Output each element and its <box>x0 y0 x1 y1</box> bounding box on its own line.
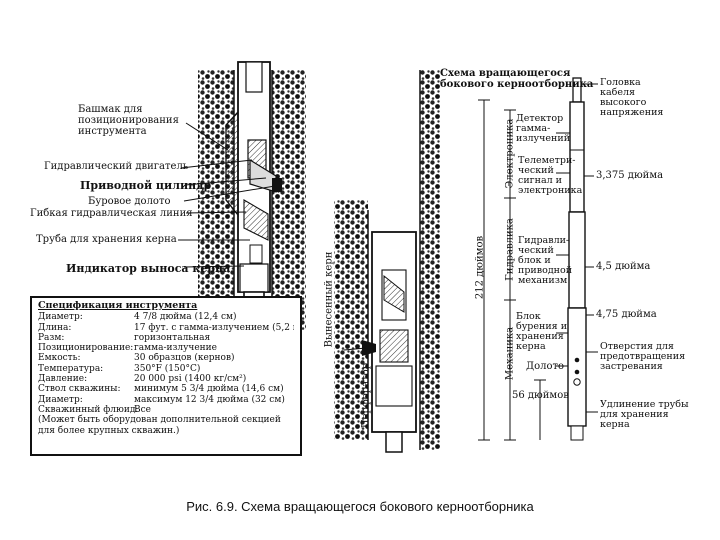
label-telemetry: Телеметри- ческий сигнал и электроника <box>518 155 583 196</box>
label-flex-line: Гибкая гидравлическая линия <box>30 208 193 219</box>
label-drilling-block: Блок бурения и хранения керна <box>516 311 568 352</box>
left-borehole-rock-right <box>272 70 306 330</box>
label-lower-length: 56 дюймов <box>512 390 569 401</box>
label-hydraulic-motor: Гидравлический двигатель <box>44 161 189 172</box>
label-drill-bit: Буровое долото <box>88 196 171 207</box>
label-core-indicator: Индикатор выноса керна <box>66 262 231 275</box>
shoe-line-3: инструмента <box>78 126 147 137</box>
drill-bit-shape <box>272 178 282 192</box>
extended-core-shape <box>379 329 409 363</box>
spec-row: Позиционирование:гамма-излучение <box>38 343 218 354</box>
spec-note-2: для более крупных скважин.) <box>38 425 180 436</box>
shoe-line-2: позиционирования <box>78 115 179 126</box>
label-positioning-shoe: Башмак для позиционирования инструмента <box>78 104 179 137</box>
label-hydraulic-block: Гидравли- ческий блок и приводной механи… <box>518 235 573 286</box>
figure-caption: Рис. 6.9. Схема вращающегося бокового ке… <box>186 499 534 514</box>
middle-rock-right <box>420 70 440 450</box>
spec-row: Температура:350°F (150°C) <box>38 363 201 374</box>
spec-note-1: (Может быть оборудован дополнительной се… <box>38 415 281 426</box>
spec-heading: Спецификация инструмента <box>38 300 198 311</box>
label-bit: Долото <box>526 361 565 372</box>
right-schematic-title: Схема вращающегося бокового керноотборни… <box>440 68 593 90</box>
title-line-1: Схема вращающегося <box>440 68 571 79</box>
middle-tool-section <box>334 70 440 453</box>
label-extended-core: Вынесенный керн <box>323 251 335 348</box>
left-tool-section <box>198 61 306 330</box>
label-anti-stick-holes: Отверстия для предотвращения застревания <box>600 341 686 372</box>
label-hydraulics: Гидравлика <box>504 218 516 281</box>
label-core-tube-extension: Удлинение трубы для хранения керна <box>600 399 689 430</box>
shoe-line-1: Башмак для <box>78 104 143 115</box>
spec-row: Давление:20 000 psi (1400 кг/см²) <box>38 374 247 385</box>
label-total-length: 212 дюймов <box>474 235 486 300</box>
spec-row: Длина:17 фут. с гамма-излучением (5,2 м) <box>38 322 294 333</box>
spec-row: Диаметр:максимум 12 3/4 дюйма (32 см) <box>38 394 285 405</box>
middle-rock-left <box>334 200 368 440</box>
label-electronics: Электроника <box>504 118 516 189</box>
right-schematic <box>478 77 598 441</box>
spec-row: Диаметр:4 7/8 дюйма (12,4 см) <box>38 312 237 323</box>
label-perforator: Перфоратор <box>360 362 372 429</box>
label-drive-cylinder: Приводной цилиндр <box>80 179 212 192</box>
label-cable-head: Головка кабеля высокого напряжения <box>600 77 664 118</box>
label-mechanics: Механика <box>504 326 516 381</box>
middle-tool-nose <box>385 431 403 453</box>
specification-box: Спецификация инструмента Диаметр:4 7/8 д… <box>30 296 302 456</box>
spec-row: Емкость:30 образцов (кернов) <box>38 353 235 364</box>
mechanical-section <box>567 307 587 427</box>
label-gamma-detector: Детектор гамма- излучений <box>516 113 571 144</box>
positioning-shoe <box>225 110 239 217</box>
label-dim-475: 4,75 дюйма <box>596 309 657 320</box>
title-line-2: бокового керноотборника <box>440 79 594 90</box>
spec-row: Ствол скважины:минимум 5 3/4 дюйма (14,6… <box>38 384 284 395</box>
spec-row: Скважинный флюид:Все <box>38 404 151 415</box>
spec-row: Разм:горизонтальная <box>38 332 211 343</box>
left-leader-lines <box>178 122 276 268</box>
label-core-tube: Труба для хранения керна <box>36 234 177 245</box>
label-dim-45: 4,5 дюйма <box>596 261 651 272</box>
label-dim-3375: 3,375 дюйма <box>596 170 664 181</box>
